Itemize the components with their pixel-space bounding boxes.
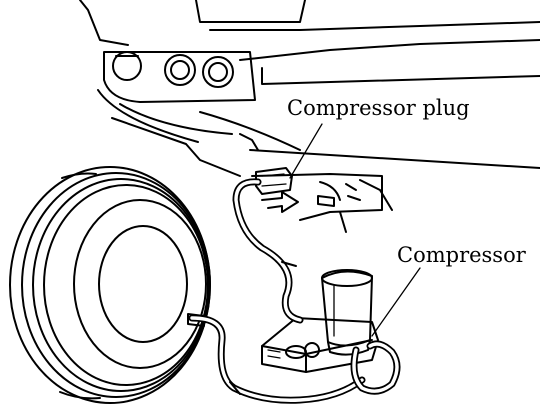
compressor-plug-leader-line bbox=[290, 124, 322, 178]
compressor-leader-line bbox=[372, 268, 420, 336]
compressor-label: Compressor bbox=[397, 243, 526, 267]
hoses bbox=[192, 182, 397, 400]
compressor-plug-label: Compressor plug bbox=[287, 96, 470, 120]
tire-illustration bbox=[10, 167, 210, 403]
compressor-illustration bbox=[262, 270, 378, 372]
